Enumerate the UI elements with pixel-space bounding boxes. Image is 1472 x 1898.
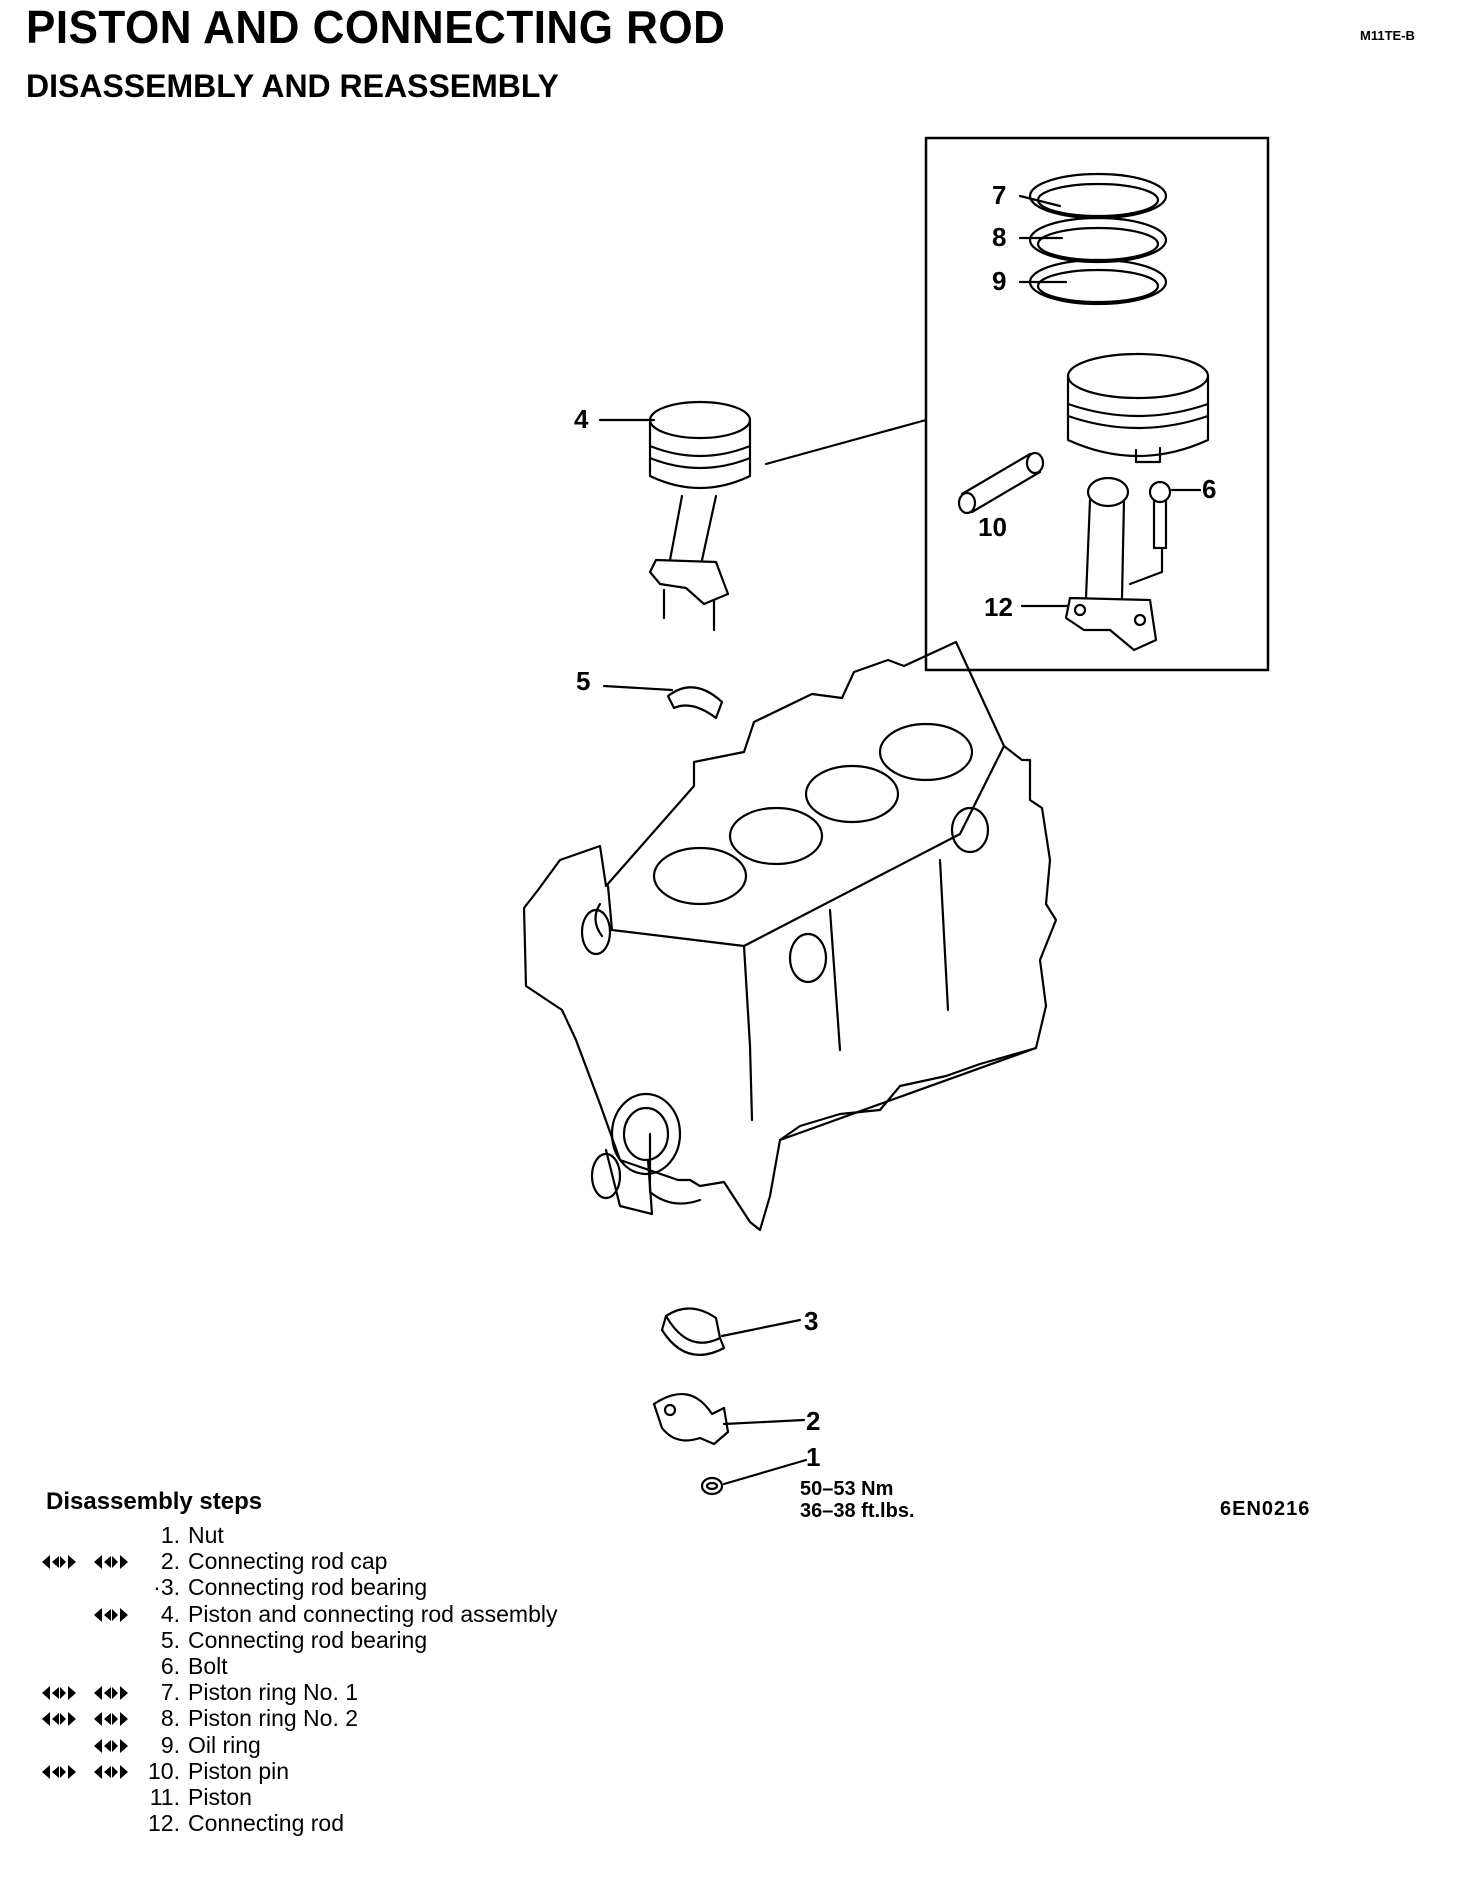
reassembly-mark-icon <box>94 1738 128 1753</box>
step-label: Connecting rod bearing <box>188 1626 428 1653</box>
step-number: 8. <box>160 1705 180 1732</box>
callout-4: 4 <box>574 404 589 434</box>
step-number: ·3. <box>153 1574 180 1601</box>
rod-cap <box>652 1393 730 1446</box>
lower-rod-bearing <box>660 1314 726 1356</box>
callout-1: 1 <box>806 1442 820 1472</box>
piston-detail <box>1066 352 1210 464</box>
step-number: 10. <box>148 1757 180 1784</box>
step-item: 7. Piston ring No. 1 <box>30 1679 730 1705</box>
step-label: Oil ring <box>188 1731 261 1758</box>
step-item: 9. Oil ring <box>30 1732 730 1758</box>
torque-spec: 50–53 Nm 36–38 ft.lbs. <box>800 1478 915 1522</box>
piston-rod-assembly <box>648 400 752 632</box>
step-item: 5. Connecting rod bearing <box>30 1627 730 1653</box>
step-item: 2. Connecting rod cap <box>30 1548 730 1574</box>
piston-pin-detail <box>957 451 1045 515</box>
step-label: Connecting rod <box>188 1810 344 1837</box>
torque-ftlbs: 36–38 ft.lbs. <box>800 1500 915 1522</box>
step-number: 5. <box>160 1626 180 1653</box>
callout-12: 12 <box>984 592 1013 622</box>
step-item: 10. Piston pin <box>30 1758 730 1784</box>
piston-ring-no1 <box>1028 172 1168 220</box>
reassembly-mark-icon <box>94 1712 128 1727</box>
callout-2: 2 <box>806 1406 820 1436</box>
figure-code: 6EN0216 <box>1220 1498 1311 1520</box>
callout-8: 8 <box>992 222 1006 252</box>
step-item: 8. Piston ring No. 2 <box>30 1705 730 1731</box>
reassembly-mark-icon <box>94 1764 128 1779</box>
reassembly-mark-icon <box>94 1686 128 1701</box>
callout-7: 7 <box>992 180 1006 210</box>
callout-5: 5 <box>576 666 590 696</box>
nut <box>700 1476 724 1496</box>
cylinder-bore-2 <box>728 806 824 866</box>
step-number: 11. <box>149 1783 180 1810</box>
page-title: PISTON AND CONNECTING ROD <box>26 2 726 54</box>
step-item: ·3. Connecting rod bearing <box>30 1574 730 1600</box>
cylinder-bore-3 <box>804 764 900 824</box>
step-item: 6. Bolt <box>30 1653 730 1679</box>
cylinder-bore-1 <box>652 846 748 906</box>
step-number: 4. <box>160 1600 180 1627</box>
step-number: 7. <box>160 1679 180 1706</box>
cylinder-bore-4 <box>878 722 974 782</box>
step-label: Piston ring No. 1 <box>188 1679 359 1706</box>
callout-9: 9 <box>992 266 1006 296</box>
torque-nm: 50–53 Nm <box>800 1478 894 1500</box>
step-label: Bolt <box>188 1652 228 1679</box>
page-subtitle: DISASSEMBLY AND REASSEMBLY <box>26 68 559 104</box>
cylinder-block <box>522 640 1058 1232</box>
piston-ring-no2 <box>1028 216 1168 264</box>
steps-heading: Disassembly steps <box>46 1488 263 1515</box>
bolt-detail <box>1128 480 1172 586</box>
detail-inset-box <box>924 136 1270 672</box>
step-label: Piston pin <box>188 1757 290 1784</box>
callout-10: 10 <box>978 512 1007 542</box>
step-number: 12. <box>148 1810 180 1837</box>
disassembly-mark-icon <box>42 1764 76 1779</box>
disassembly-steps-list: 1. Nut 2. Connecting rod cap ·3. Connecting r… <box>30 1522 730 1836</box>
step-number: 2. <box>160 1548 180 1575</box>
step-number: 6. <box>160 1652 180 1679</box>
step-label: Piston ring No. 2 <box>188 1705 359 1732</box>
step-item: 4. Piston and connecting rod assembly <box>30 1601 730 1627</box>
step-label: Piston <box>188 1783 252 1810</box>
step-item: 11. Piston <box>30 1784 730 1810</box>
inset-leader-line <box>764 418 928 466</box>
reassembly-mark-icon <box>94 1555 128 1570</box>
callout-3: 3 <box>804 1306 818 1336</box>
callout-6: 6 <box>1202 474 1216 504</box>
step-label: Connecting rod cap <box>188 1548 388 1575</box>
reassembly-mark-icon <box>94 1607 128 1622</box>
step-label: Nut <box>188 1522 224 1548</box>
step-label: Piston and connecting rod assembly <box>188 1600 558 1627</box>
step-number: 1. <box>160 1522 180 1548</box>
disassembly-mark-icon <box>42 1555 76 1570</box>
upper-rod-bearing <box>666 686 724 720</box>
step-label: Connecting rod bearing <box>188 1574 428 1601</box>
document-code: M11TE-B <box>1360 28 1415 43</box>
connecting-rod-detail <box>1064 476 1158 652</box>
step-item: 1. Nut <box>30 1522 730 1548</box>
step-number: 9. <box>160 1731 180 1758</box>
disassembly-mark-icon <box>42 1686 76 1701</box>
disassembly-mark-icon <box>42 1712 76 1727</box>
step-item: 12. Connecting rod <box>30 1810 730 1836</box>
